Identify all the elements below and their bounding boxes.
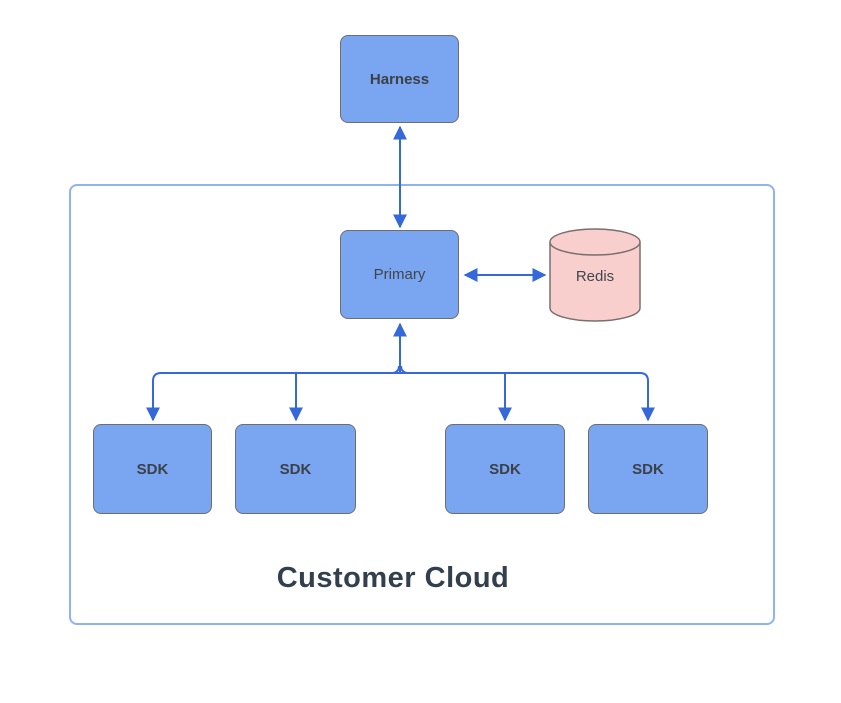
node-redis-label: Redis xyxy=(575,268,615,285)
node-sdk-3: SDK xyxy=(445,424,565,514)
node-sdk-1: SDK xyxy=(93,424,212,514)
edge-bus xyxy=(146,372,655,422)
node-sdk-2: SDK xyxy=(235,424,356,514)
node-harness-label: Harness xyxy=(369,70,430,88)
node-primary: Primary xyxy=(340,230,459,319)
node-sdk-3-label: SDK xyxy=(489,460,521,478)
customer-cloud-label: Customer Cloud xyxy=(276,562,510,594)
cylinder-shape-icon xyxy=(549,228,641,322)
node-sdk-4: SDK xyxy=(588,424,708,514)
node-sdk-4-label: SDK xyxy=(632,460,664,478)
customer-cloud-container xyxy=(69,184,775,625)
edge-junction-fillet-right xyxy=(400,365,408,374)
node-redis: Redis xyxy=(549,228,641,322)
node-harness: Harness xyxy=(340,35,459,123)
edge-junction-fillet-left xyxy=(392,365,400,374)
node-sdk-2-label: SDK xyxy=(279,460,312,478)
node-sdk-1-label: SDK xyxy=(136,460,169,478)
node-primary-label: Primary xyxy=(373,266,426,283)
